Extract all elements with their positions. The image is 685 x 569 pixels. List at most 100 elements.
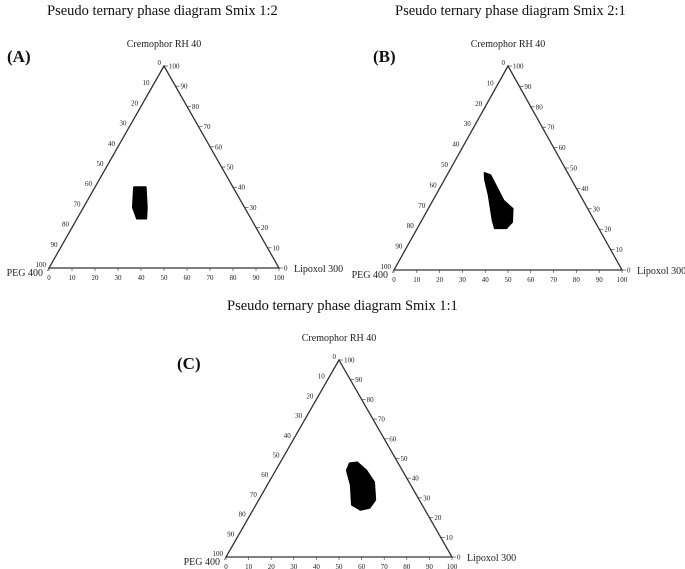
right-tick-label: 20 — [261, 224, 269, 232]
vertex-label-left: PEG 400 — [7, 268, 43, 279]
triangle-frame — [392, 64, 624, 271]
left-tick-label: 0 — [158, 59, 162, 67]
bottom-tick-label: 40 — [313, 563, 321, 569]
left-tick — [325, 379, 328, 383]
left-tick-label: 70 — [250, 491, 258, 499]
left-tick — [403, 249, 406, 253]
left-tick-label: 80 — [407, 222, 415, 230]
left-tick — [314, 399, 317, 403]
left-tick-label: 10 — [318, 373, 326, 381]
left-tick — [150, 86, 153, 90]
left-tick — [505, 65, 509, 70]
right-tick-label: 40 — [412, 475, 420, 483]
left-tick-label: 30 — [295, 412, 303, 420]
bottom-tick-label: 60 — [527, 276, 535, 284]
left-tick — [58, 247, 61, 251]
left-tick — [127, 126, 130, 130]
ternary-panel-a: 0001010102020203030304040405050506060607… — [7, 39, 344, 282]
right-tick-label: 10 — [616, 246, 624, 254]
ternary-panel-c: 0001010102020203030304040405050506060607… — [184, 333, 517, 569]
left-tick-label: 100 — [213, 550, 224, 558]
bottom-tick-label: 40 — [482, 276, 490, 284]
vertex-label-top: Cremophor RH 40 — [471, 39, 545, 50]
left-tick-label: 0 — [502, 59, 506, 67]
left-tick — [104, 166, 107, 171]
left-tick-label: 50 — [273, 452, 281, 460]
bottom-tick-label: 80 — [230, 274, 238, 282]
right-tick-label: 60 — [215, 143, 223, 151]
bottom-tick-label: 10 — [69, 274, 77, 282]
vertex-label-top: Cremophor RH 40 — [302, 333, 376, 344]
right-tick-label: 90 — [355, 376, 363, 384]
right-tick-label: 100 — [169, 63, 180, 71]
title-a: Pseudo ternary phase diagram Smix 1:2 — [47, 3, 278, 19]
microemulsion-region — [131, 186, 148, 220]
bottom-tick-label: 50 — [336, 563, 344, 569]
left-tick — [280, 458, 283, 462]
bottom-tick-label: 90 — [253, 274, 261, 282]
left-tick — [437, 188, 440, 192]
right-tick-label: 30 — [250, 204, 258, 212]
left-tick-label: 80 — [239, 511, 247, 519]
left-tick-label: 60 — [430, 181, 438, 189]
bottom-tick-label: 0 — [224, 563, 228, 569]
left-tick — [482, 106, 486, 110]
left-tick-label: 20 — [131, 99, 139, 107]
left-tick-label: 100 — [381, 263, 392, 271]
left-tick-label: 40 — [284, 432, 292, 440]
right-tick-label: 50 — [401, 455, 409, 463]
bottom-tick-label: 100 — [617, 276, 628, 284]
left-tick — [291, 438, 295, 442]
bottom-tick-label: 100 — [274, 274, 285, 282]
left-tick-label: 40 — [108, 140, 116, 148]
left-tick-label: 20 — [306, 392, 314, 400]
bottom-tick-label: 90 — [426, 563, 434, 569]
left-tick-label: 50 — [441, 161, 449, 169]
left-tick-label: 0 — [333, 353, 337, 361]
right-tick-label: 70 — [204, 123, 212, 131]
bottom-tick-label: 20 — [436, 276, 444, 284]
right-tick-label: 20 — [604, 226, 612, 234]
right-tick-label: 30 — [593, 205, 601, 213]
right-tick-label: 80 — [536, 103, 544, 111]
bottom-tick-label: 0 — [392, 276, 396, 284]
bottom-tick-label: 40 — [138, 274, 146, 282]
title-c: Pseudo ternary phase diagram Smix 1:1 — [227, 298, 458, 314]
left-tick-label: 80 — [62, 221, 70, 229]
left-tick — [414, 229, 418, 233]
left-tick — [161, 65, 165, 70]
left-tick-label: 10 — [143, 79, 151, 87]
right-tick-label: 30 — [423, 494, 431, 502]
left-tick-label: 100 — [36, 261, 47, 269]
right-tick-label: 10 — [273, 244, 281, 252]
microemulsion-region — [483, 172, 514, 230]
ternary-panel-b: 0001010102020203030304040405050506060607… — [352, 39, 685, 284]
left-tick-label: 70 — [74, 200, 82, 208]
bottom-tick-label: 10 — [245, 563, 253, 569]
bottom-tick-label: 10 — [413, 276, 421, 284]
panel-label-b: (B) — [373, 47, 396, 66]
right-tick-label: 60 — [559, 144, 567, 152]
vertex-label-top: Cremophor RH 40 — [127, 39, 201, 50]
left-tick — [471, 127, 475, 131]
bottom-tick-label: 90 — [596, 276, 604, 284]
left-tick-label: 30 — [464, 120, 472, 128]
left-tick-label: 60 — [85, 180, 93, 188]
left-tick-label: 90 — [395, 243, 403, 251]
title-b: Pseudo ternary phase diagram Smix 2:1 — [395, 3, 626, 19]
left-tick — [302, 418, 306, 423]
right-tick-label: 100 — [513, 63, 524, 71]
left-tick — [494, 86, 497, 90]
right-tick-label: 60 — [389, 435, 397, 443]
triangle-frame — [224, 358, 454, 558]
right-tick-label: 0 — [627, 267, 631, 275]
vertex-label-left: PEG 400 — [352, 270, 388, 281]
bottom-tick-label: 70 — [207, 274, 215, 282]
vertex-label-right: Lipoxol 300 — [637, 266, 685, 277]
bottom-tick-label: 30 — [459, 276, 467, 284]
bottom-tick-label: 100 — [447, 563, 458, 569]
right-tick-label: 50 — [570, 165, 578, 173]
bottom-tick-label: 70 — [381, 563, 389, 569]
left-tick-label: 70 — [418, 202, 426, 210]
